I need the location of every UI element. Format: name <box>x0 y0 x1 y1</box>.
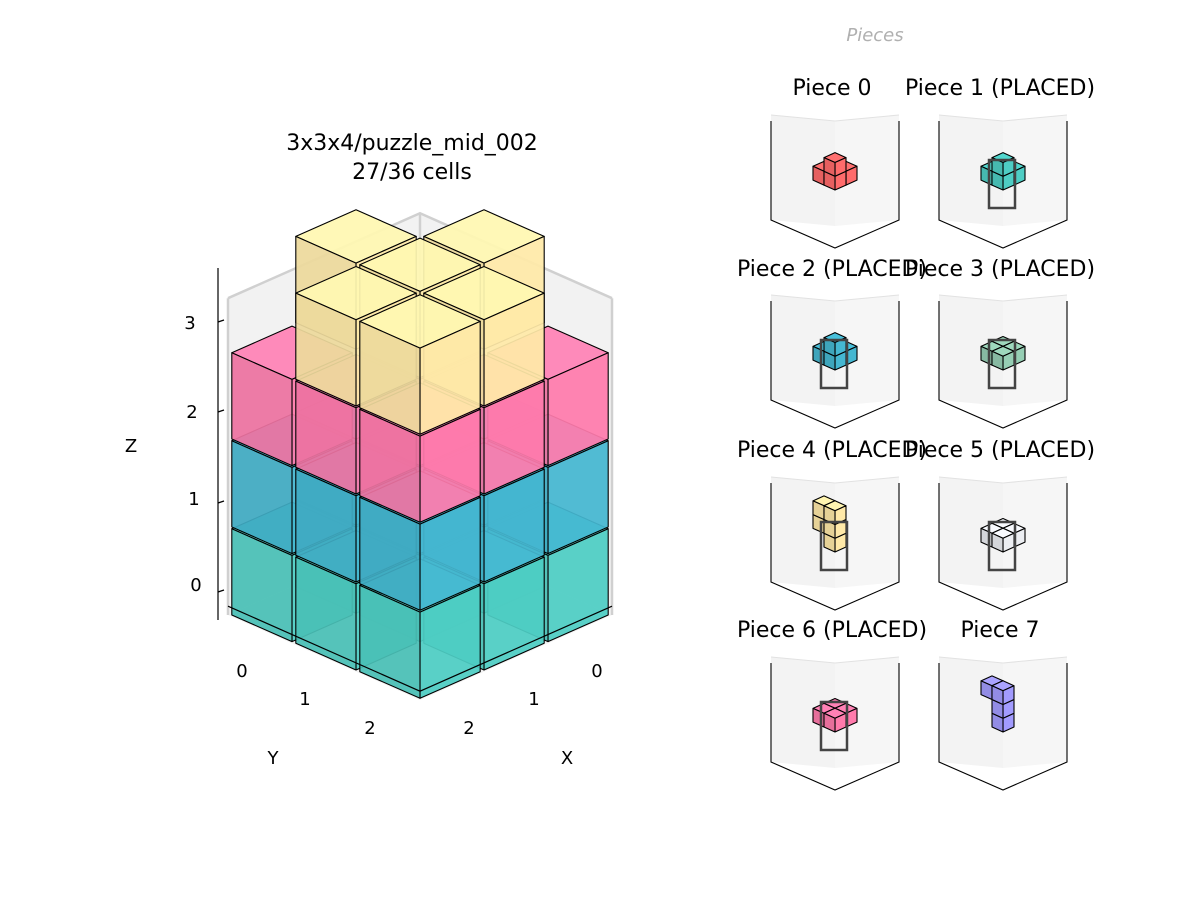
piece-cubes <box>980 675 1015 733</box>
piece-axis-line <box>938 663 1068 791</box>
piece-cube <box>991 680 1015 706</box>
piece-pane-edge <box>938 114 1068 122</box>
main-plot-axes <box>217 268 613 692</box>
cube <box>359 558 481 699</box>
piece-cube <box>991 152 1015 177</box>
piece-pane-edge <box>938 656 1068 664</box>
placed-marker <box>819 338 849 390</box>
placed-marker <box>987 158 1017 210</box>
piece-cubes <box>980 335 1026 371</box>
piece-pane-wall <box>771 115 835 226</box>
y-tick-label: 1 <box>299 689 310 710</box>
piece-cube <box>991 527 1015 553</box>
piece-axis-line <box>938 483 1068 611</box>
pieces-heading: Pieces <box>846 25 903 46</box>
piece-cubes <box>980 152 1026 191</box>
z-tick-mark <box>217 589 225 593</box>
cube <box>359 294 481 435</box>
piece-pane-wall <box>835 115 899 226</box>
piece-title: Piece 6 (PLACED) <box>737 618 927 643</box>
x-tick-label: 2 <box>463 718 474 739</box>
piece-title: Piece 5 (PLACED) <box>905 438 1095 463</box>
piece-pane-wall <box>1003 657 1067 768</box>
piece-pane <box>770 656 900 791</box>
piece-pane-wall <box>771 657 835 768</box>
piece-pane-wall <box>1003 477 1067 588</box>
piece-pane-wall <box>835 477 899 588</box>
piece-panel-3: Piece 3 (PLACED) <box>905 257 1095 429</box>
z-tick-label: 3 <box>184 313 195 334</box>
main-plot-cubes <box>231 209 609 699</box>
z-tick-mark <box>217 500 225 504</box>
piece-pane-wall <box>1003 295 1067 406</box>
piece-cube <box>823 152 847 177</box>
y-tick-label: 2 <box>364 718 375 739</box>
main-subtitle: 27/36 cells <box>352 160 472 185</box>
z-tick-label: 0 <box>190 575 201 596</box>
placed-marker <box>987 520 1017 572</box>
piece-cubes <box>812 332 858 371</box>
piece-title: Piece 7 <box>960 618 1039 643</box>
piece-pane-edge <box>938 294 1068 302</box>
piece-axis-line <box>770 121 900 249</box>
piece-panel-1: Piece 1 (PLACED) <box>905 76 1095 249</box>
piece-pane-edge <box>770 114 900 122</box>
piece-cubes <box>812 152 858 191</box>
piece-pane-edge <box>938 476 1068 484</box>
piece-title: Piece 2 (PLACED) <box>737 257 927 282</box>
x-axis-label: X <box>561 748 573 769</box>
piece-pane-wall <box>939 477 1003 588</box>
piece-pane-edge <box>770 656 900 664</box>
piece-panel-6: Piece 6 (PLACED) <box>737 618 927 791</box>
z-tick-label: 1 <box>188 489 199 510</box>
piece-title: Piece 4 (PLACED) <box>737 438 927 463</box>
piece-pane <box>938 114 1068 249</box>
placed-marker <box>819 520 849 572</box>
z-tick-label: 2 <box>186 402 197 423</box>
piece-panel-4: Piece 4 (PLACED) <box>737 438 927 611</box>
piece-panel-7: Piece 7 <box>938 618 1068 791</box>
piece-axis-line <box>770 483 900 611</box>
piece-pane <box>770 114 900 249</box>
z-tick-mark <box>217 409 225 413</box>
piece-cube <box>823 500 847 526</box>
piece-title: Piece 3 (PLACED) <box>905 257 1095 282</box>
piece-pane <box>770 294 900 429</box>
piece-pane-edge <box>770 476 900 484</box>
piece-panels: Piece 0 Piece 1 (PLACED) Piece 2 (PLACED… <box>737 76 1095 791</box>
piece-axis-line <box>770 663 900 791</box>
piece-pane <box>938 476 1068 611</box>
z-axis-label: Z <box>125 436 137 457</box>
piece-panel-2: Piece 2 (PLACED) <box>737 257 927 429</box>
piece-title: Piece 0 <box>792 76 871 101</box>
piece-pane-wall <box>1003 115 1067 226</box>
piece-panel-0: Piece 0 <box>770 76 900 249</box>
piece-cube <box>991 345 1015 371</box>
piece-pane-edge <box>770 294 900 302</box>
piece-axis-line <box>770 301 900 429</box>
piece-pane-wall <box>939 115 1003 226</box>
placed-marker <box>987 338 1017 390</box>
piece-cube <box>823 332 847 357</box>
piece-axis-line <box>938 301 1068 429</box>
z-tick-mark <box>217 319 225 323</box>
piece-pane-wall <box>771 295 835 406</box>
y-axis-label: Y <box>267 748 280 769</box>
axis-line <box>227 605 613 692</box>
x-tick-label: 0 <box>591 661 602 682</box>
y-tick-label: 0 <box>236 661 247 682</box>
piece-pane-wall <box>835 657 899 768</box>
main-title: 3x3x4/puzzle_mid_002 <box>286 131 538 156</box>
main-3d-plot: 3x3x4/puzzle_mid_002 27/36 cells Z Y X 0… <box>125 131 614 769</box>
piece-pane-wall <box>939 295 1003 406</box>
x-tick-label: 1 <box>528 689 539 710</box>
piece-title: Piece 1 (PLACED) <box>905 76 1095 101</box>
placed-marker <box>819 700 849 752</box>
piece-pane <box>938 294 1068 429</box>
piece-pane-wall <box>835 295 899 406</box>
piece-panel-5: Piece 5 (PLACED) <box>905 438 1095 611</box>
piece-axis-line <box>938 121 1068 249</box>
piece-cube <box>823 707 847 733</box>
